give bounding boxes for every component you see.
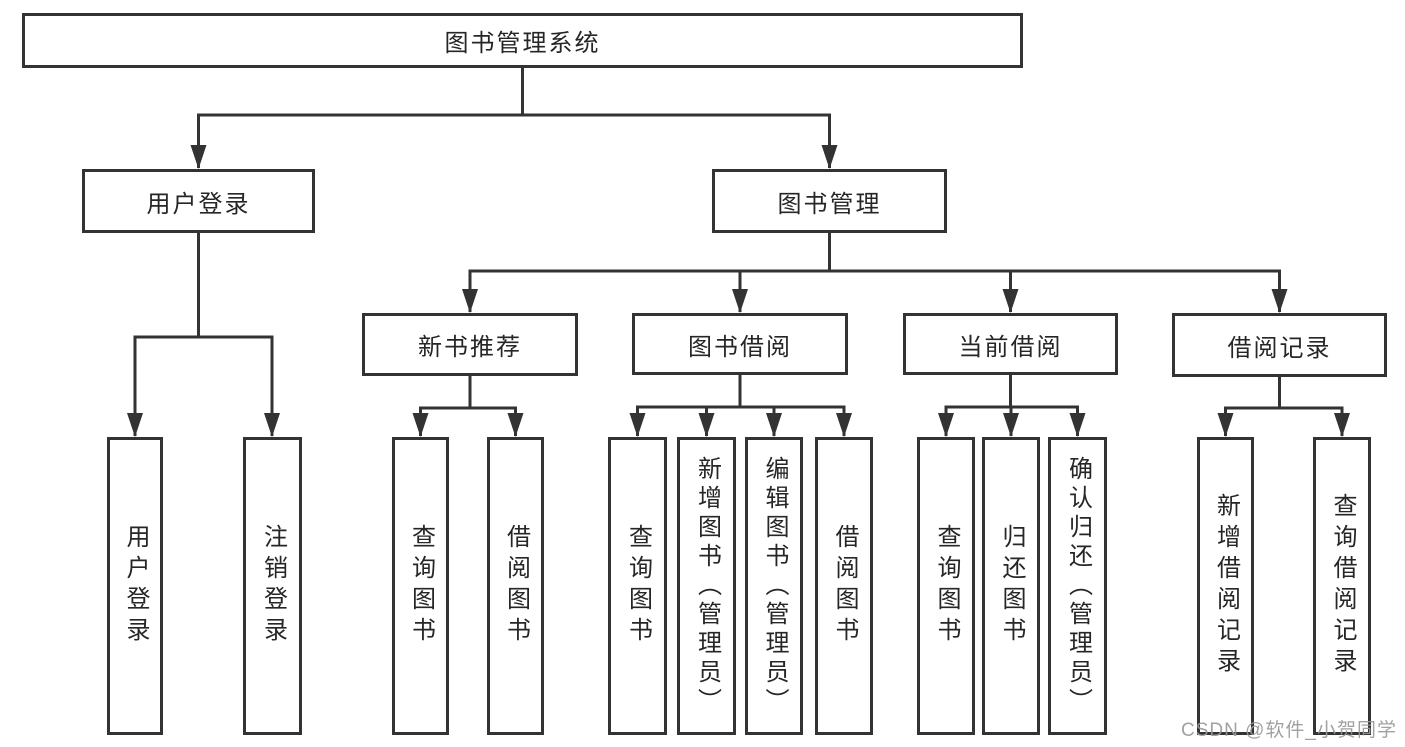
leaf-query-borrow-record: 查询借阅记录 [1313,437,1371,735]
leaf-label: 查询借阅记录 [1329,493,1356,679]
connector-borrowing-records [1217,377,1350,437]
leaf-query-books-recommend: 查询图书 [392,437,449,735]
connector-new-book-recommend [412,376,524,437]
leaf-query-books-borrowing: 查询图书 [608,437,667,735]
node-label: 图书借阅 [688,333,792,361]
leaf-query-books-current: 查询图书 [917,437,975,735]
leaf-borrow-books-borrowing: 借阅图书 [815,437,873,735]
leaf-label: 查询图书 [624,524,652,648]
leaf-label: 新增图书（管理员） [693,455,721,717]
leaf-label: 借阅图书 [502,524,530,648]
leaf-label: 归还图书 [998,524,1025,648]
leaf-edit-books-admin: 编辑图书（管理员） [745,437,803,735]
connector-book-borrowing [629,375,852,437]
leaf-borrow-books-recommend: 借阅图书 [487,437,544,735]
leaf-add-borrow-record: 新增借阅记录 [1197,437,1254,735]
leaf-label: 借阅图书 [831,524,858,648]
leaf-logout-login: 注销登录 [243,437,302,735]
connector-user-login [127,233,280,437]
node-current-borrowing: 当前借阅 [903,313,1118,375]
node-label: 借阅记录 [1227,334,1332,362]
leaf-confirm-return-admin: 确认归还（管理员） [1048,437,1107,735]
node-label: 图书管理系统 [444,30,601,57]
leaf-label: 查询图书 [933,524,960,648]
leaf-add-books-admin: 新增图书（管理员） [677,437,736,735]
connector-book-management [462,233,1288,313]
node-new-book-recommend: 新书推荐 [362,313,578,376]
connector-current-borrowing [938,375,1086,437]
leaf-label: 查询图书 [407,524,435,648]
connector-root [190,66,838,169]
watermark: CSDN @软件_小贺同学 [1181,720,1397,741]
leaf-label: 注销登录 [259,524,287,648]
leaf-label: 用户登录 [122,524,149,648]
node-borrowing-records: 借阅记录 [1172,313,1387,377]
node-library-system: 图书管理系统 [22,13,1023,68]
node-book-borrowing: 图书借阅 [632,313,848,375]
node-book-management: 图书管理 [712,169,947,233]
node-label: 当前借阅 [958,333,1063,361]
leaf-user-login: 用户登录 [107,437,163,735]
node-label: 图书管理 [777,190,882,218]
leaf-label: 确认归还（管理员） [1064,455,1092,717]
leaf-label: 新增借阅记录 [1212,493,1240,679]
leaf-label: 编辑图书（管理员） [761,455,788,717]
leaf-return-books: 归还图书 [982,437,1040,735]
node-user-login: 用户登录 [82,169,315,233]
node-label: 用户登录 [146,190,251,218]
node-label: 新书推荐 [418,334,522,361]
